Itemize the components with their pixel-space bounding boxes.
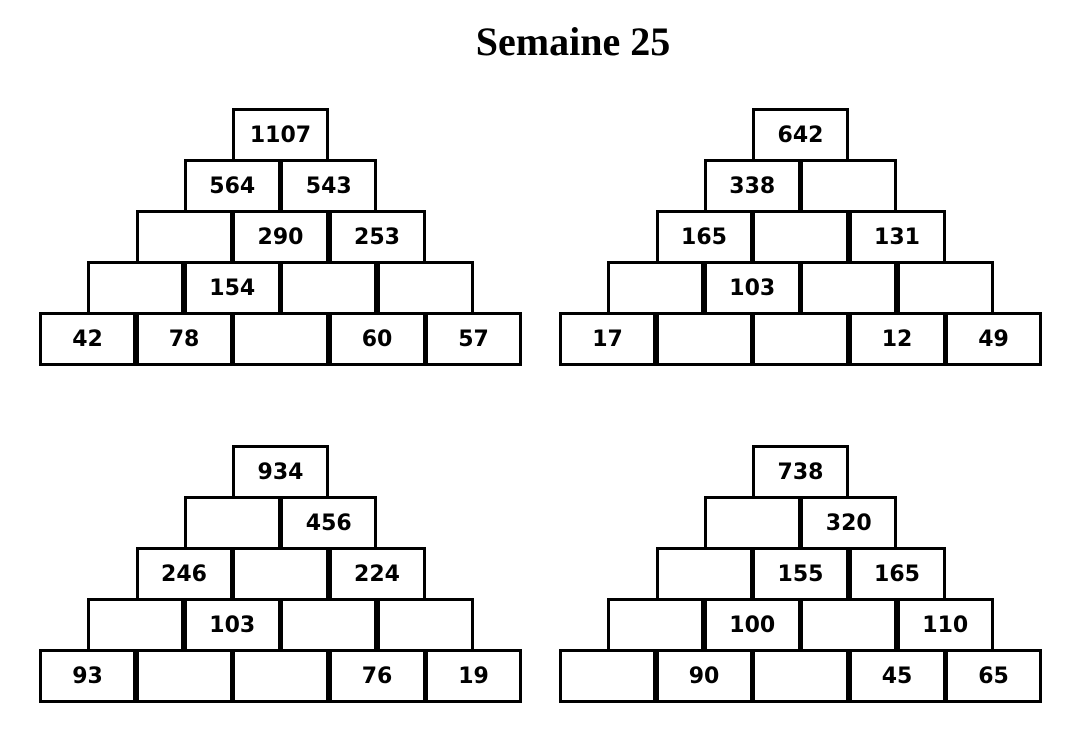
- pyramid-cell[interactable]: [183, 496, 281, 550]
- pyramid-cell[interactable]: [135, 210, 233, 264]
- pyramid-cell[interactable]: 17: [559, 312, 656, 366]
- pyramid-cell[interactable]: 103: [703, 261, 801, 315]
- pyramid-cell[interactable]: 49: [945, 312, 1042, 366]
- pyramid-cell[interactable]: 110: [896, 598, 994, 652]
- pyramid-cell[interactable]: [232, 649, 329, 703]
- page-title: Semaine 25: [475, 19, 671, 64]
- pyramid-cell[interactable]: [752, 649, 849, 703]
- pyramid-cell[interactable]: [896, 261, 994, 315]
- pyramid-cell[interactable]: 642: [752, 108, 849, 162]
- pyramid-cell[interactable]: [655, 547, 753, 601]
- pyramid-cell[interactable]: 76: [328, 649, 426, 703]
- pyramid-cell[interactable]: 320: [800, 496, 898, 550]
- pyramid-cell[interactable]: 224: [328, 547, 426, 601]
- pyramid-cell[interactable]: [800, 261, 898, 315]
- pyramid-cell[interactable]: 90: [655, 649, 753, 703]
- pyramid-cell[interactable]: 246: [135, 547, 233, 601]
- pyramid-cell[interactable]: 165: [655, 210, 753, 264]
- pyramid-cell[interactable]: 12: [848, 312, 946, 366]
- pyramid-cell[interactable]: [280, 261, 378, 315]
- pyramid-cell[interactable]: [280, 598, 378, 652]
- pyramid-cell[interactable]: 1107: [232, 108, 329, 162]
- pyramid-cell[interactable]: 165: [848, 547, 946, 601]
- pyramid-cell[interactable]: [87, 261, 185, 315]
- pyramid-cell[interactable]: [87, 598, 185, 652]
- pyramid-cell[interactable]: 934: [232, 445, 329, 499]
- pyramid-cell[interactable]: 65: [945, 649, 1042, 703]
- pyramid-cell[interactable]: 19: [425, 649, 522, 703]
- pyramid-cell[interactable]: [655, 312, 753, 366]
- pyramid-cell[interactable]: 57: [425, 312, 522, 366]
- pyramid-cell[interactable]: [607, 598, 705, 652]
- pyramid-cell[interactable]: 155: [752, 547, 849, 601]
- pyramid-cell[interactable]: 456: [280, 496, 378, 550]
- pyramid-cell[interactable]: 290: [232, 210, 329, 264]
- pyramid-cell[interactable]: 100: [703, 598, 801, 652]
- pyramid-cell[interactable]: 93: [39, 649, 136, 703]
- pyramid-cell[interactable]: [135, 649, 233, 703]
- pyramid-cell[interactable]: 154: [183, 261, 281, 315]
- pyramid-cell[interactable]: [703, 496, 801, 550]
- pyramid-cell[interactable]: [376, 598, 474, 652]
- pyramid-cell[interactable]: [607, 261, 705, 315]
- pyramid-cell[interactable]: 42: [39, 312, 136, 366]
- pyramid-cell[interactable]: 253: [328, 210, 426, 264]
- pyramid-cell[interactable]: 564: [183, 159, 281, 213]
- pyramid-cell[interactable]: [800, 598, 898, 652]
- pyramid-cell[interactable]: 103: [183, 598, 281, 652]
- pyramid-cell[interactable]: 738: [752, 445, 849, 499]
- pyramid-cell[interactable]: [752, 210, 849, 264]
- pyramid-cell[interactable]: [376, 261, 474, 315]
- pyramid-cell[interactable]: 131: [848, 210, 946, 264]
- pyramid-cell[interactable]: 78: [135, 312, 233, 366]
- pyramid-cell[interactable]: [232, 547, 329, 601]
- pyramid-cell[interactable]: 60: [328, 312, 426, 366]
- pyramid-cell[interactable]: 338: [703, 159, 801, 213]
- pyramid-cell[interactable]: [752, 312, 849, 366]
- pyramid-cell[interactable]: 543: [280, 159, 378, 213]
- pyramid-cell[interactable]: [559, 649, 656, 703]
- pyramid-cell[interactable]: [232, 312, 329, 366]
- pyramid-cell[interactable]: [800, 159, 898, 213]
- pyramid-cell[interactable]: 45: [848, 649, 946, 703]
